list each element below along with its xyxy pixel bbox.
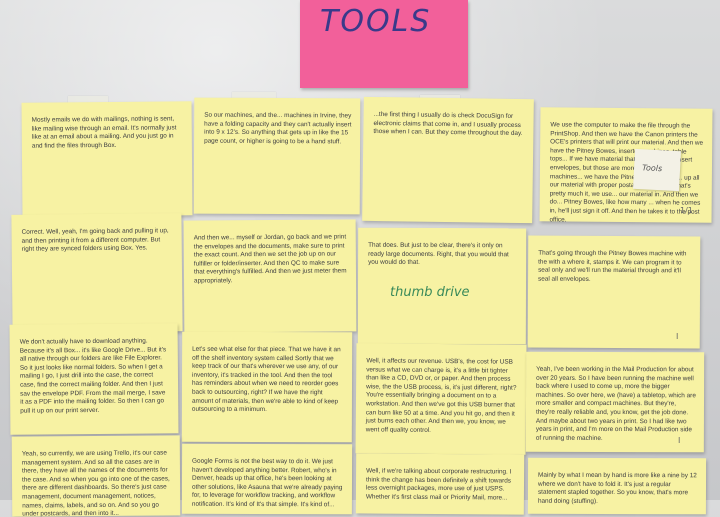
note-text: That does. But just to be clear, there's… xyxy=(368,241,509,267)
sticky-note: So our machines, and the... machines in … xyxy=(193,97,361,215)
note-text: We don't actually have to download anyth… xyxy=(19,337,167,415)
page-title: TOOLS xyxy=(320,4,432,39)
page-mark: I xyxy=(678,436,681,445)
sticky-note: And then we... myself or Jordan, go back… xyxy=(183,219,357,333)
note-text: Mainly by what I mean by hand is more li… xyxy=(537,471,697,505)
sticky-note: Google Forms is not the best way to do i… xyxy=(181,443,353,515)
note-text: Yeah, I've been working in the Mail Prod… xyxy=(535,365,696,442)
sticky-note: That's going through the Pitney Bowes ma… xyxy=(527,235,701,349)
sticky-note: Correct. Well, yeah, I'm going back and … xyxy=(11,213,183,333)
note-text: Well, if we're talking about corporate r… xyxy=(365,467,512,502)
tools-title-card: TOOLS xyxy=(300,0,468,88)
sticky-note: Well, it affects our revenue. USB's, the… xyxy=(355,343,527,455)
note-text: Google Forms is not the best way to do i… xyxy=(191,457,343,509)
note-text: So our machines, and the... machines in … xyxy=(204,111,352,146)
handwritten-note: thumb drive xyxy=(390,285,470,300)
note-text: And then we... myself or Jordan, go back… xyxy=(193,233,347,285)
handwritten-label: Tools xyxy=(641,163,663,174)
note-text: Let's see what else for that piece. That… xyxy=(191,345,341,414)
sticky-note: Mainly by what I mean by hand is more li… xyxy=(527,457,707,515)
note-text: Correct. Well, yeah, I'm going back and … xyxy=(21,227,169,253)
sticky-note: Yeah, so currently, we are using Trello,… xyxy=(11,435,181,517)
sticky-note: We don't actually have to download anyth… xyxy=(9,323,179,435)
note-text: Yeah, so currently, we are using Trello,… xyxy=(21,449,170,517)
sticky-note: Well, if we're talking about corporate r… xyxy=(355,453,525,515)
sticky-note: Mostly emails we do with mailings, nothi… xyxy=(21,101,193,217)
note-text: Well, it affects our revenue. USB's, the… xyxy=(365,357,517,434)
note-text: Mostly emails we do with mailings, nothi… xyxy=(31,115,177,150)
page-mark: I xyxy=(676,332,679,341)
sticky-note: Let's see what else for that piece. That… xyxy=(181,331,353,443)
small-sticky-note: Tools xyxy=(632,148,682,192)
sticky-note: ...the first thing I usually do is check… xyxy=(362,96,534,224)
note-text: ...the first thing I usually do is check… xyxy=(373,110,523,138)
page-mark: 1/1 xyxy=(680,206,693,215)
note-text: That's going through the Pitney Bowes ma… xyxy=(538,249,687,283)
